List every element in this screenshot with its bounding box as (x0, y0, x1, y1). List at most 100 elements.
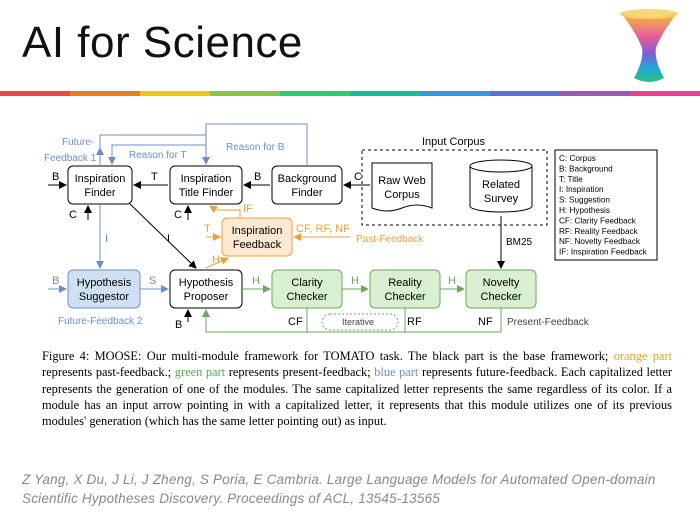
legend-item: B: Background (559, 164, 613, 173)
legend-item: CF: Clarity Feedback (559, 216, 637, 225)
svg-text:Hypothesis: Hypothesis (179, 277, 234, 289)
figure-caption: Figure 4: MOOSE: Our multi-module framew… (42, 349, 672, 429)
svg-text:Checker: Checker (481, 291, 522, 303)
label-h-orange: H (212, 254, 220, 266)
novelty-checker-node: Novelty Checker (465, 269, 537, 309)
svg-text:Title Finder: Title Finder (179, 187, 234, 199)
inspiration-title-finder-node: Inspiration Title Finder (169, 165, 243, 205)
funnel-logo-icon (620, 9, 678, 82)
legend-item: NF: Novelty Feedback (559, 237, 641, 246)
rainbow-segment (630, 91, 700, 96)
svg-text:Related: Related (482, 179, 520, 191)
reality-checker-node: Reality Checker (369, 269, 441, 309)
svg-text:Corpus: Corpus (384, 189, 420, 201)
label-present-feedback: Present-Feedback (507, 317, 590, 328)
label-h-to-clarity: H (252, 275, 260, 287)
svg-text:Checker: Checker (385, 291, 426, 303)
svg-text:Survey: Survey (484, 193, 519, 205)
svg-text:Feedback: Feedback (233, 239, 282, 251)
label-if: IF (243, 203, 253, 215)
rainbow-segment (0, 91, 70, 96)
base-framework-arrows (48, 181, 505, 322)
caption-blue-part: blue part (374, 365, 419, 380)
svg-text:Proposer: Proposer (184, 291, 229, 303)
input-corpus-group (361, 149, 548, 226)
svg-text:Novelty: Novelty (483, 277, 520, 289)
label-future-feedback-1-b: Feedback 1 (44, 153, 97, 164)
svg-text:Background: Background (278, 173, 337, 185)
background-finder-node: Background Finder (271, 165, 343, 205)
svg-text:Checker: Checker (287, 291, 328, 303)
slide-title: AI for Science (22, 18, 303, 67)
svg-text:Inspiration: Inspiration (75, 173, 126, 185)
label-reason-for-t: Reason for T (129, 150, 187, 161)
label-past-feedback: Past-Feedback (356, 234, 424, 245)
svg-text:Finder: Finder (84, 187, 116, 199)
label-h-to-novelty: H (448, 275, 456, 287)
rainbow-segment (350, 91, 420, 96)
legend-item: T: Title (559, 175, 583, 184)
label-iterative: Iterative (342, 317, 374, 327)
rainbow-divider (0, 91, 700, 96)
citation-line-1: Z Yang, X Du, J Li, J Zheng, S Poria, E … (22, 472, 656, 487)
svg-text:Reality: Reality (388, 277, 422, 289)
label-future-feedback-2: Future-Feedback 2 (58, 316, 143, 327)
rainbow-segment (70, 91, 140, 96)
hypothesis-suggestor-node: Hypothesis Suggestor (67, 269, 141, 309)
label-b-from-background: B (254, 171, 261, 183)
clarity-checker-node: Clarity Checker (271, 269, 343, 309)
svg-text:Finder: Finder (291, 187, 323, 199)
label-reason-for-b: Reason for B (226, 142, 285, 153)
rainbow-segment (280, 91, 350, 96)
svg-text:Hypothesis: Hypothesis (77, 277, 132, 289)
label-i-black: I (167, 233, 170, 245)
label-rf: RF (407, 316, 422, 328)
label-c-from-corpus: C (354, 171, 362, 183)
label-t-from-title-finder: T (151, 171, 158, 183)
label-c-into-inspiration-finder: C (69, 209, 77, 221)
rainbow-segment (420, 91, 490, 96)
inspiration-feedback-node: Inspiration Feedback (221, 217, 293, 257)
legend-item: IF: Inspiration Feedback (559, 248, 648, 257)
rainbow-segment (140, 91, 210, 96)
citation-line-2: Scientific Hypotheses Discovery. Proceed… (22, 491, 441, 506)
legend-item: H: Hypothesis (559, 206, 610, 215)
svg-text:Clarity: Clarity (291, 277, 323, 289)
label-b-into-proposer: B (175, 319, 182, 331)
citation: Z Yang, X Du, J Li, J Zheng, S Poria, E … (22, 470, 682, 508)
label-h-to-reality: H (351, 275, 359, 287)
legend-item: I: Inspiration (559, 185, 604, 194)
legend-item: C: Corpus (559, 154, 596, 163)
label-b-into-suggestor: B (52, 275, 59, 287)
svg-text:Inspiration: Inspiration (181, 173, 232, 185)
inspiration-finder-node: Inspiration Finder (67, 165, 133, 205)
raw-web-corpus-node: Raw Web Corpus (371, 162, 433, 212)
label-future-feedback-1-a: Future- (62, 137, 94, 148)
present-feedback-arrows (202, 285, 502, 333)
past-feedback-arrows (205, 205, 350, 269)
label-cf: CF (288, 316, 303, 328)
rainbow-segment (210, 91, 280, 96)
label-t-orange: T (204, 223, 211, 235)
svg-text:Raw Web: Raw Web (378, 175, 425, 187)
hypothesis-proposer-node: Hypothesis Proposer (169, 269, 243, 309)
label-bm25: BM25 (506, 237, 533, 248)
label-i-blue: I (105, 233, 108, 245)
caption-green-part: green part (174, 365, 226, 380)
rainbow-segment (560, 91, 630, 96)
label-c-into-title-finder: C (174, 209, 182, 221)
caption-orange-part: orange part (613, 349, 672, 363)
legend-item: S: Suggestion (559, 196, 610, 205)
future-feedback-arrows (48, 123, 308, 293)
svg-text:Suggestor: Suggestor (79, 291, 129, 303)
label-nf: NF (478, 316, 493, 328)
related-survey-node: Related Survey (469, 159, 533, 213)
input-corpus-label: Input Corpus (422, 136, 485, 148)
label-cf-rf-nf: CF, RF, NF (296, 223, 350, 235)
rainbow-segment (490, 91, 560, 96)
label-s: S (149, 275, 156, 287)
label-b-into-inspiration-finder: B (52, 171, 59, 183)
svg-text:Inspiration: Inspiration (232, 225, 283, 237)
